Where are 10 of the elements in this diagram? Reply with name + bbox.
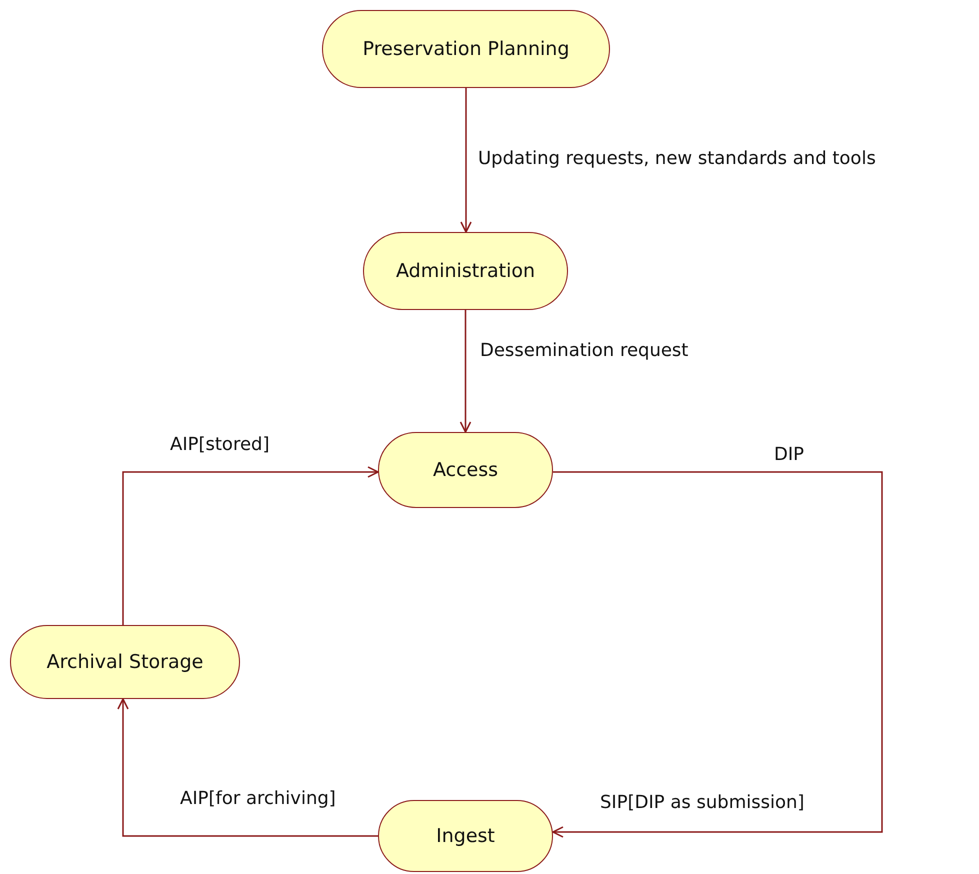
state-name: Ingest bbox=[436, 825, 495, 847]
state-name: Administration bbox=[396, 260, 536, 282]
state-name: Preservation Planning bbox=[362, 38, 570, 60]
transition-arrow bbox=[117, 698, 378, 837]
transition-arrow bbox=[460, 310, 472, 433]
transition-arrow bbox=[122, 466, 379, 625]
transition-arrow bbox=[460, 88, 472, 233]
state-name: Archival Storage bbox=[46, 651, 204, 673]
transition-arrow bbox=[552, 471, 883, 838]
state-name: Access bbox=[432, 459, 498, 481]
